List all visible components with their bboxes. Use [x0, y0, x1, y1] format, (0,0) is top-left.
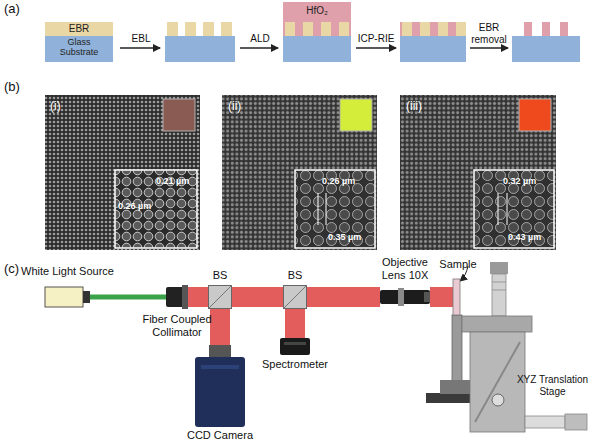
patterned-resist-stage	[165, 22, 235, 62]
annotation-label: (i)	[50, 100, 80, 114]
annotation-label: (a)	[4, 2, 34, 17]
node-label: Spectrometer	[250, 358, 340, 371]
node-label: White Light Source	[15, 265, 120, 278]
annotation-label: EBL	[120, 33, 162, 45]
optical-fiber	[90, 295, 166, 300]
node-label: CCD Camera	[170, 429, 270, 442]
fiber-collimator-shape	[166, 285, 188, 309]
objective-lens-shape	[380, 288, 430, 306]
annotation-label: 0.35 µm	[328, 232, 370, 242]
translation-stage-shape	[470, 262, 595, 442]
light-beam	[285, 309, 305, 338]
sem-image	[222, 95, 377, 250]
annotation-label: 0.32 µm	[503, 176, 545, 186]
annotation-label: 0.21 µm	[156, 176, 198, 186]
light-beam	[188, 287, 208, 307]
fiber-collimator: Fiber Coupled Collimator	[166, 285, 188, 309]
sample-shape	[453, 279, 460, 315]
beam-splitter: BS	[208, 285, 232, 309]
hfo2-layer: HfO₂	[283, 2, 351, 36]
annotation-label: (b)	[4, 80, 34, 95]
objective-lens: Objective Lens 10X	[380, 288, 430, 306]
node-label: HfO₂	[283, 5, 351, 17]
light-source: White Light Source	[45, 287, 90, 307]
annotation-label: EBR removal	[466, 22, 512, 45]
beam-splitter-shape	[208, 285, 232, 309]
node-label: Objective Lens 10X	[375, 256, 435, 281]
ccd-camera-shape	[195, 345, 245, 427]
ebr-layer: EBR	[45, 22, 113, 36]
annotation-label: 0.26 µm	[322, 176, 364, 186]
spectrometer: Spectrometer	[280, 338, 310, 355]
glass-substrate	[283, 36, 351, 62]
node-label: EBR	[45, 23, 113, 35]
node-label: Sample	[433, 258, 483, 271]
light-beam	[430, 287, 453, 307]
annotation-label: (c)	[4, 262, 34, 277]
light-beam	[210, 309, 230, 345]
sem-image	[400, 95, 556, 250]
node-label: Glass Substrate	[54, 37, 104, 58]
beam-splitter-shape	[283, 285, 307, 309]
annotation-label: 0.26 µm	[118, 201, 160, 211]
beam-splitter: BS	[283, 285, 307, 309]
sem-image	[45, 95, 200, 250]
node-label: Fiber Coupled Collimator	[134, 313, 220, 338]
final-pillars-stage	[512, 22, 580, 62]
process-arrow	[120, 47, 508, 48]
spectrometer-shape	[280, 338, 310, 355]
node-label: BS	[208, 269, 232, 282]
light-source-shape	[45, 287, 90, 307]
annotation-label: (iii)	[406, 100, 436, 114]
annotation-label: ALD	[240, 33, 280, 45]
annotation-label: 0.43 µm	[508, 232, 550, 242]
ccd-camera: CCD Camera	[195, 345, 245, 427]
annotation-label: ICP-RIE	[352, 33, 400, 45]
etched-stage	[400, 22, 466, 62]
glass-substrate: Glass Substrate	[45, 36, 113, 62]
translation-stage: XYZ Translation Stage	[470, 262, 595, 442]
sample: Sample	[453, 279, 460, 315]
annotation-label: (ii)	[228, 100, 258, 114]
node-label: BS	[283, 269, 307, 282]
node-label: XYZ Translation Stage	[510, 374, 595, 397]
light-beam	[307, 287, 380, 307]
light-beam	[232, 287, 283, 307]
